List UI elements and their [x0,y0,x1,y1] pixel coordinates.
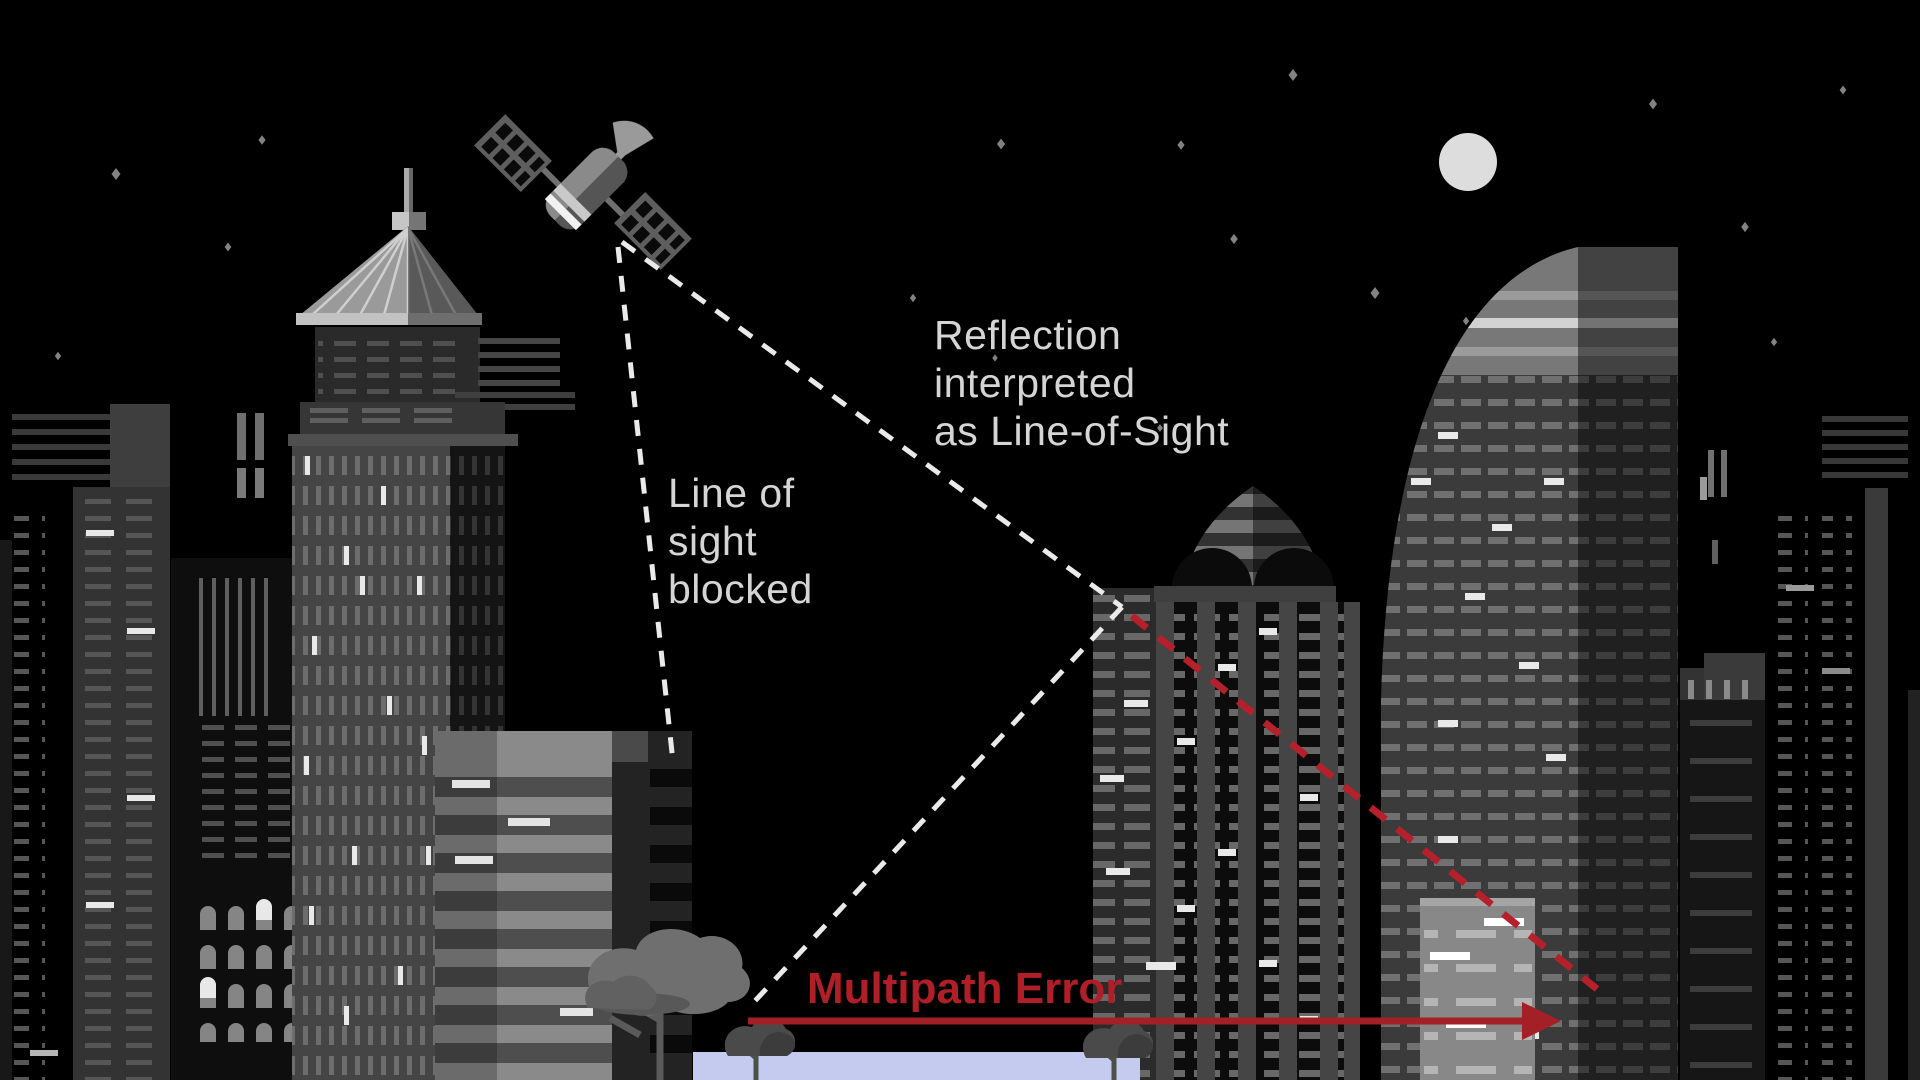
building-louvers-left [12,414,110,480]
satellite-icon [474,114,692,270]
cathedral-tower-cluster [1093,486,1360,1080]
multipath-error-label: Multipath Error [807,964,1122,1013]
blocked-line-of-sight-path [615,246,676,763]
building-window-column [14,505,45,1080]
mid-building-cluster [435,731,692,1080]
star-icon [54,351,62,361]
star-icon [1370,287,1380,299]
star-icon [111,168,121,180]
star-icon [1462,316,1470,326]
right-building-cluster [1680,416,1920,1080]
star-icon [1839,85,1847,95]
building-louvers-right [1822,416,1908,478]
building-right-dark [1680,653,1765,1080]
night-sky [54,69,1847,432]
ground-level [585,928,1153,1080]
solar-panel [474,114,552,192]
spire-cone [300,226,478,315]
star-icon [1230,233,1238,245]
star-icon [224,242,232,252]
building-dark-tower [171,413,298,1080]
star-icon [909,293,917,303]
road [693,1052,1140,1080]
left-building-cluster [0,404,298,1080]
building-left-of-cathedral [1093,588,1163,1080]
reflected-to-receiver-path [752,605,1124,1004]
building-banded-slab [435,731,612,1080]
building-pilaster [1865,488,1888,1080]
background-window-rows [455,338,575,410]
building-dark-block [612,731,692,1080]
star-icon [1770,337,1778,347]
building-left-midrise [73,404,170,1080]
floating-windows [1700,450,1727,564]
building-foreground-right [1420,898,1535,1080]
tree-icon [724,1018,796,1080]
star-icon [1288,69,1298,81]
lit-windows [304,456,431,1025]
solar-panel [614,192,692,270]
cathedral-arch-top [1154,486,1336,602]
star-icon [258,135,266,145]
signal-paths [615,239,1600,1040]
star-icon [1741,221,1749,233]
reflection-interpreted-label: Reflection interpreted as Line-of-Sight [934,312,1230,454]
star-icon [1177,140,1185,150]
cathedral-tower-body [1100,602,1360,1080]
window-column [1822,505,1852,1080]
tree-icon [585,928,750,1080]
arrowhead-icon [1522,1002,1561,1040]
star-icon [996,138,1006,150]
moon-icon [1439,133,1497,191]
window-column [1778,505,1808,1080]
line-of-sight-blocked-label: Line of sight blocked [668,470,813,612]
star-icon [1648,98,1658,110]
